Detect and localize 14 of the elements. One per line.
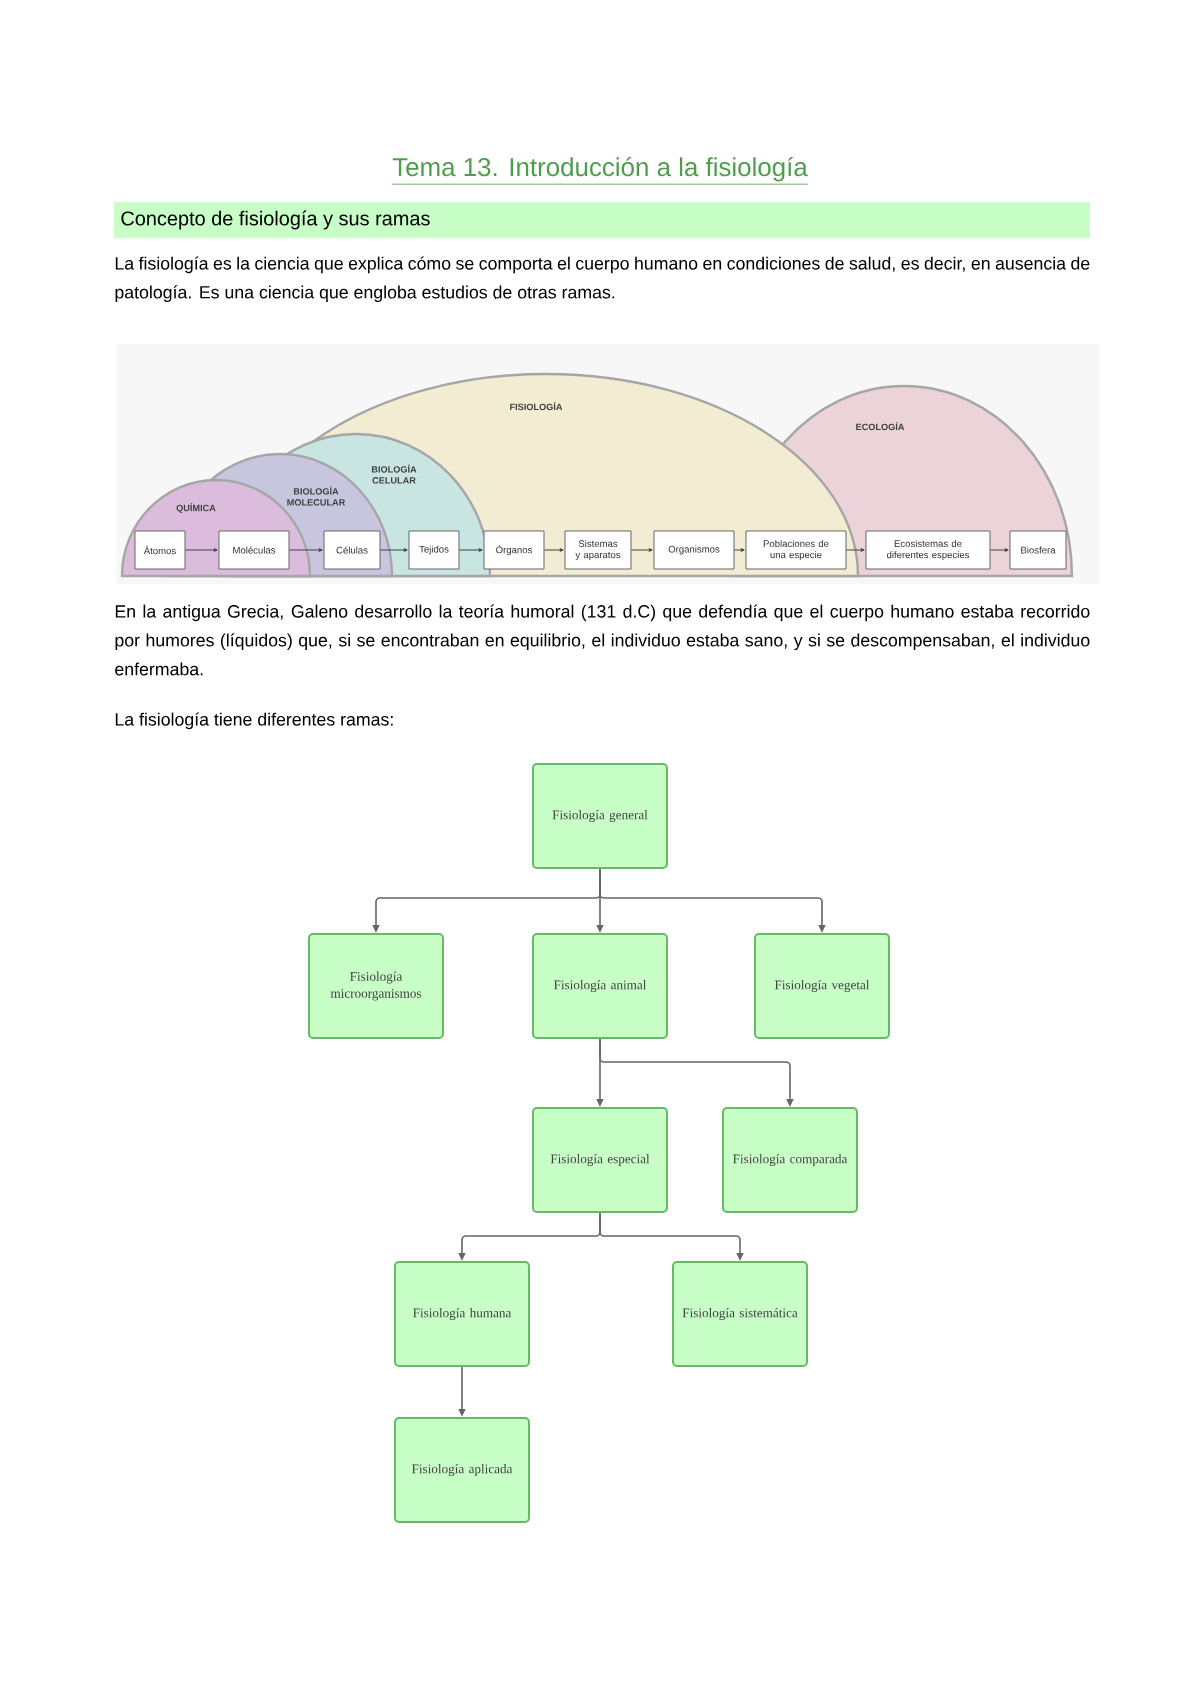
section-heading: Concepto de fisiología y sus ramas [114,202,1090,238]
arrow [631,548,653,552]
arrow [846,548,865,552]
arrow [734,548,745,552]
arrow [185,548,218,552]
title: Tema 13. Introducción a la fisiología [391,156,809,185]
paragraph: La fisiología es la ciencia que explica cómo se comporta el cuerpo humano en condiciones de salud, es decir, en ausencia de patología. Es una ciencia que engloba estudios de otras ramas. [115,256,1090,303]
arrow [459,548,483,552]
arrow [380,548,408,552]
paragraph: En la antigua Grecia, Galeno desarrollo la teoría humoral (131 d.C) que defendía que el cuerpo humano estaba recorrido por humores (líquidos) que, si se encontraban en equilibrio, el individuo estaba sano, y si se descompensaban, el individuo enfermaba. [115,604,1090,676]
arrow [289,548,323,552]
arrow [544,548,564,552]
arrow [990,548,1009,552]
paragraph: La fisiología tiene diferentes ramas: [115,712,393,730]
